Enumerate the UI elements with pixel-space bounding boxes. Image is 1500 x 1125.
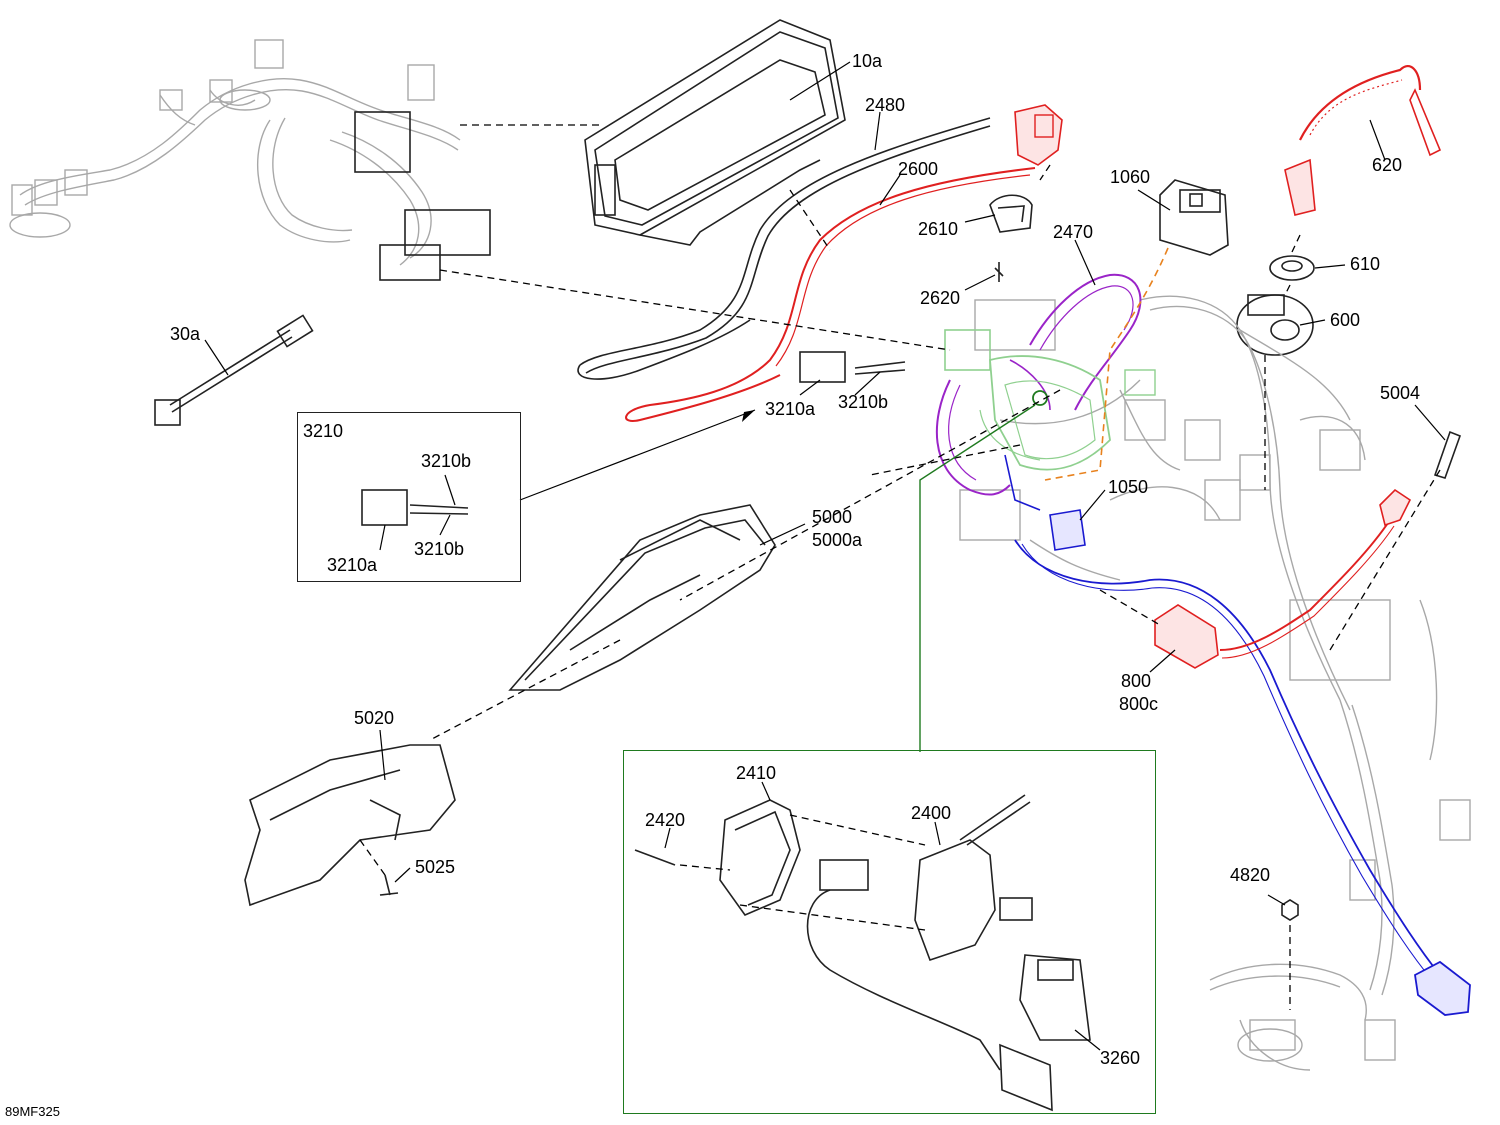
harness-channel-2480 [577,117,991,380]
callout-620: 620 [1372,155,1403,175]
callout-2480: 2480 [865,95,906,115]
red-cable-2600 [625,104,1063,422]
guide-orange-1060 [1044,247,1169,481]
callout-800: 800 [1121,671,1152,691]
blue-cable-1050 [1004,454,1471,1016]
cover-5000 [508,504,776,691]
callout-5004: 5004 [1380,383,1421,403]
inset-2400-label-3260: 3260 [1100,1048,1141,1068]
inset-2400-label-2410: 2410 [736,763,777,783]
connector-3210-main [799,351,906,383]
callout-5025: 5025 [415,857,456,877]
dashed-guides [359,124,1441,1010]
green-leader-to-inset [919,404,1036,752]
callout-30a: 30a [170,324,201,344]
callout-4820: 4820 [1230,865,1271,885]
callout-610: 610 [1350,254,1381,274]
callout-5000a: 5000a [812,530,863,550]
inset-3210-parts [361,474,469,551]
callout-2600: 2600 [898,159,939,179]
inset-2400-label-2420: 2420 [645,810,686,830]
cap-610 [1269,255,1315,281]
callout-5000: 5000 [812,507,853,527]
inset-3210-label-b-bottom: 3210b [414,539,465,559]
inset-frame-2400 [623,750,1156,1114]
wiring-harness-upper-left [9,39,491,281]
callout-800c: 800c [1119,694,1159,714]
callout-5020: 5020 [354,708,395,728]
callout-leaders [204,61,1446,906]
sensor-5004 [1433,430,1462,479]
callout-2610: 2610 [918,219,959,239]
switch-housing-2400-highlight [944,329,1156,471]
inset-frame-3210 [297,412,521,582]
callout-1060: 1060 [1110,167,1151,187]
inset-2400-parts [634,781,1101,1112]
switch-1060 [1159,179,1229,256]
screw-2620 [994,262,1004,282]
inset-3210-label-a: 3210a [327,555,378,575]
callout-600: 600 [1330,310,1361,330]
clip-2610 [989,194,1033,233]
display-cluster-10a [584,19,846,246]
inset-2400-label-2400: 2400 [911,803,952,823]
tether-cord-620 [1284,65,1442,216]
bracket-5020 [244,744,456,907]
purple-harness-2470 [935,273,1142,496]
callout-2470: 2470 [1053,222,1094,242]
callout-10a: 10a [852,51,883,71]
inset-3210-title: 3210 [303,421,344,441]
callout-2620: 2620 [920,288,961,308]
inset-3210-label-b-top: 3210b [421,451,472,471]
screw-5025 [379,874,399,896]
cable-30a [154,314,314,426]
drawing-code: 89MF325 [5,1104,60,1119]
nut-4820 [1281,899,1299,921]
callout-3210a: 3210a [765,399,816,419]
callout-1050: 1050 [1108,477,1149,497]
red-cable-800 [1154,488,1412,669]
callout-3210b: 3210b [838,392,889,412]
